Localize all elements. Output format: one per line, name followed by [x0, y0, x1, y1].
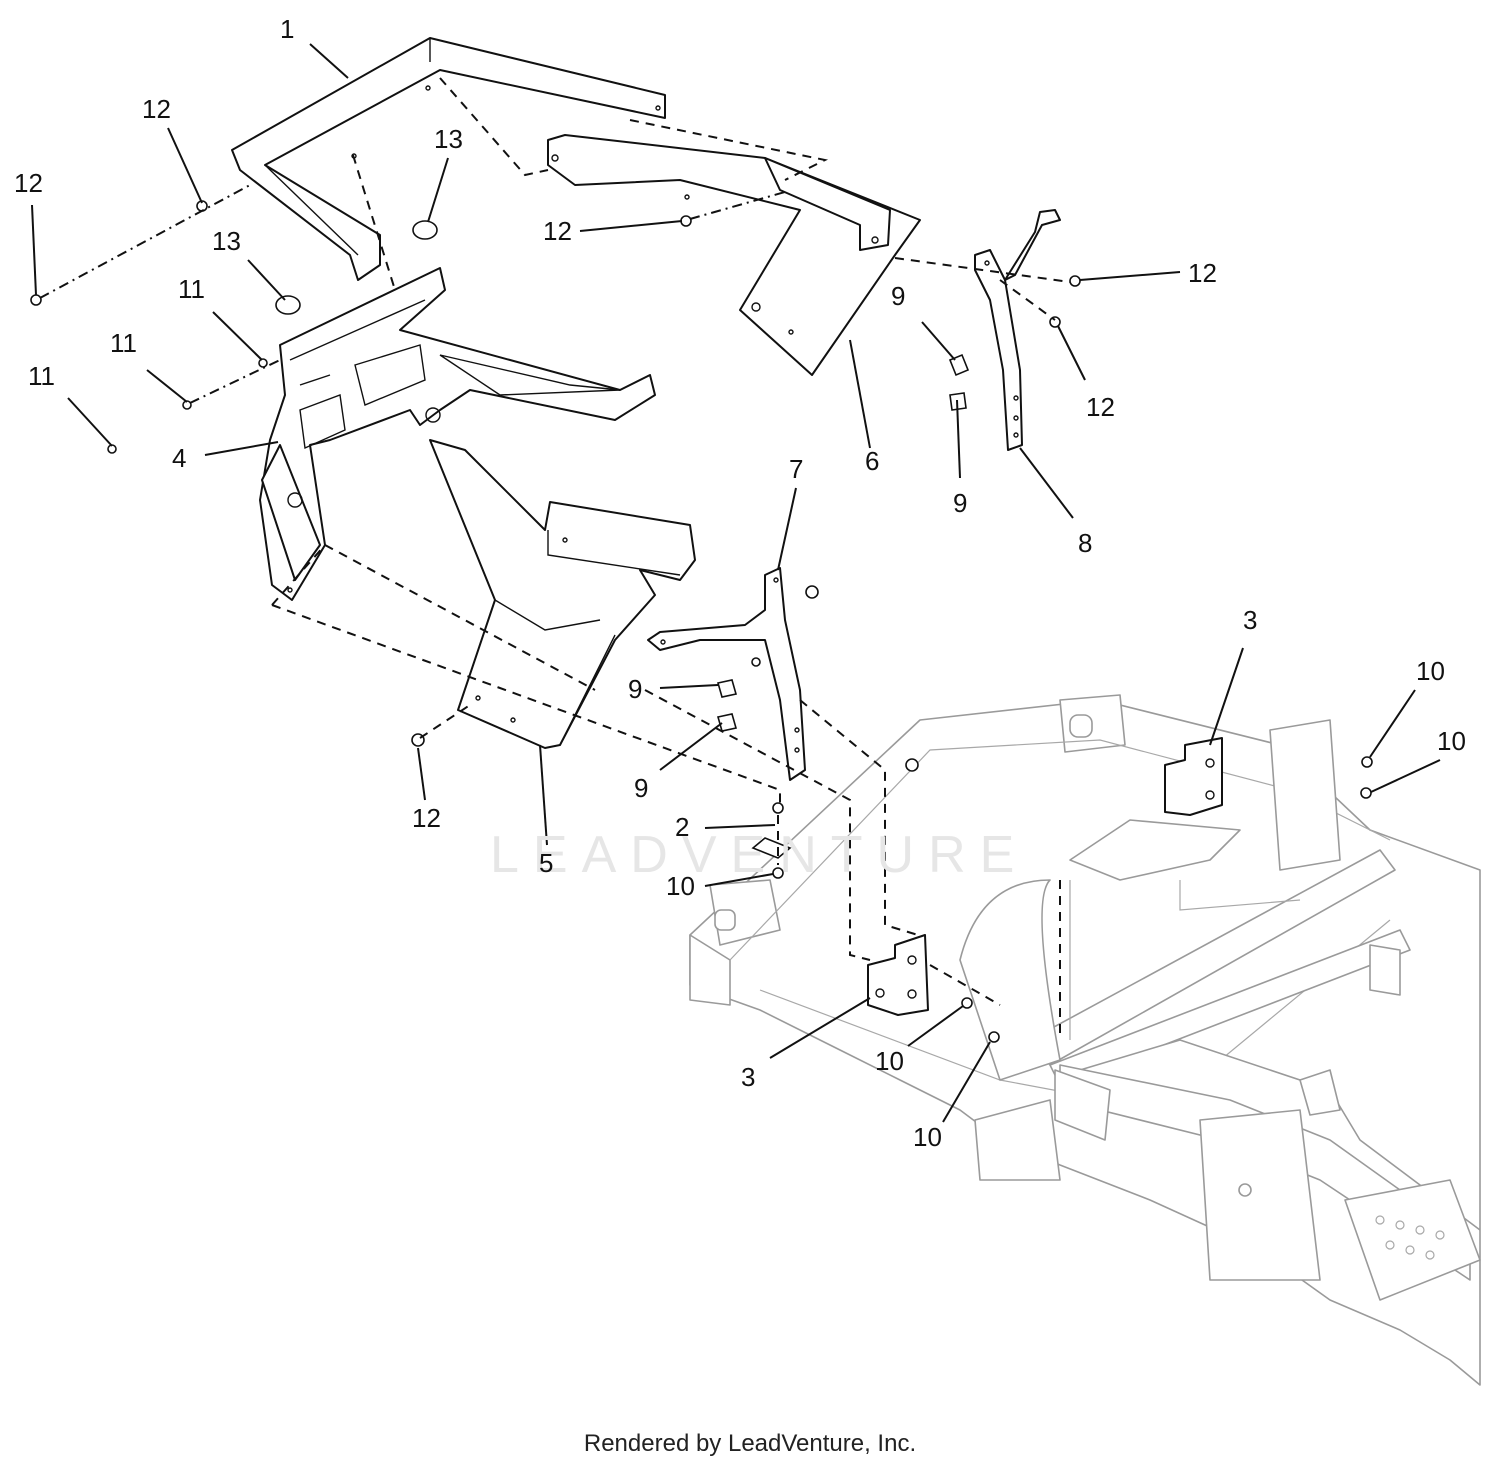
callout-labels: 1 12 12 13 13 11 11 11 12 12 12 9 9 4 6 … [14, 14, 1466, 1152]
callout-12: 12 [412, 803, 441, 833]
callout-11: 11 [178, 274, 205, 304]
part-8-right-upright [974, 209, 1061, 451]
callout-8: 8 [1078, 528, 1092, 558]
part-3-right-bracket [1164, 737, 1223, 816]
part-7-upright-bracket [647, 567, 806, 781]
assembly-lines [39, 77, 1071, 1040]
callout-10: 10 [1416, 656, 1445, 686]
callout-12: 12 [14, 168, 43, 198]
callout-13: 13 [212, 226, 241, 256]
callout-9: 9 [953, 488, 967, 518]
mower-frame [689, 694, 1481, 1386]
callout-9: 9 [891, 281, 905, 311]
callout-11: 11 [28, 361, 55, 391]
callout-5: 5 [539, 848, 553, 878]
callout-12: 12 [543, 216, 572, 246]
leader-lines [31, 43, 1441, 1123]
callout-9: 9 [628, 674, 642, 704]
callout-12: 12 [1188, 258, 1217, 288]
callout-6: 6 [865, 446, 879, 476]
part-3-lower-bracket [867, 934, 929, 1016]
callout-9: 9 [634, 773, 648, 803]
callout-10: 10 [666, 871, 695, 901]
callout-4: 4 [172, 443, 186, 473]
callout-12: 12 [1086, 392, 1115, 422]
callout-11: 11 [110, 328, 137, 358]
part-5-front-panel [429, 439, 696, 749]
hardware [30, 200, 1373, 1043]
footer-credit: Rendered by LeadVenture, Inc. [583, 1430, 917, 1457]
callout-13: 13 [434, 124, 463, 154]
callout-1: 1 [280, 14, 294, 44]
callout-3: 3 [741, 1062, 755, 1092]
callout-2: 2 [675, 812, 689, 842]
part-6-side-panel [547, 134, 921, 376]
callout-10: 10 [875, 1046, 904, 1076]
part-4-bracket-assembly [259, 267, 656, 601]
callout-10: 10 [913, 1122, 942, 1152]
watermark: LEADVENTURE [490, 826, 1028, 884]
callout-10: 10 [1437, 726, 1466, 756]
callout-12: 12 [142, 94, 171, 124]
callout-7: 7 [789, 454, 803, 484]
part-1-upper-bracket [231, 37, 666, 281]
callout-3: 3 [1243, 605, 1257, 635]
